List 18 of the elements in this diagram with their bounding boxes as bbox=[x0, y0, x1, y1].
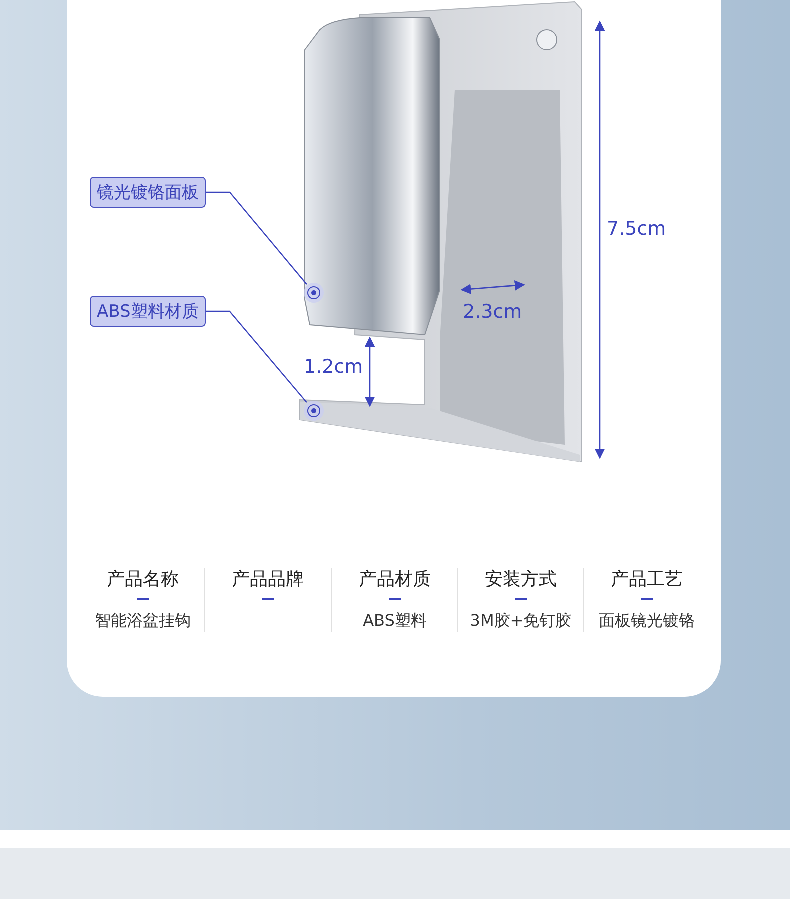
spec-value: 3M胶+免钉胶 bbox=[469, 611, 573, 632]
spec-heading: 产品工艺 bbox=[610, 568, 684, 591]
spec-heading: 产品品牌 bbox=[231, 568, 305, 591]
target-dot bbox=[303, 400, 325, 422]
spec-value: ABS塑料 bbox=[362, 611, 428, 632]
leader-line bbox=[206, 310, 308, 403]
spec-heading: 产品材质 bbox=[358, 568, 432, 591]
spec-heading: 产品名称 bbox=[106, 568, 180, 591]
dimension-label: 7.5cm bbox=[607, 218, 666, 240]
spec-value: 智能浴盆挂钩 bbox=[94, 611, 192, 632]
target-dot bbox=[303, 282, 325, 304]
spec-value: 面板镜光镀铬 bbox=[598, 611, 696, 632]
dimension-label: 1.2cm bbox=[304, 356, 364, 378]
leader-line bbox=[206, 192, 308, 285]
callout-label: 镜光镀铬面板 bbox=[90, 177, 206, 208]
spec-heading: 安装方式 bbox=[484, 568, 558, 591]
dimension-label: 2.3cm bbox=[463, 301, 522, 323]
callout-label: ABS塑料材质 bbox=[90, 296, 206, 327]
